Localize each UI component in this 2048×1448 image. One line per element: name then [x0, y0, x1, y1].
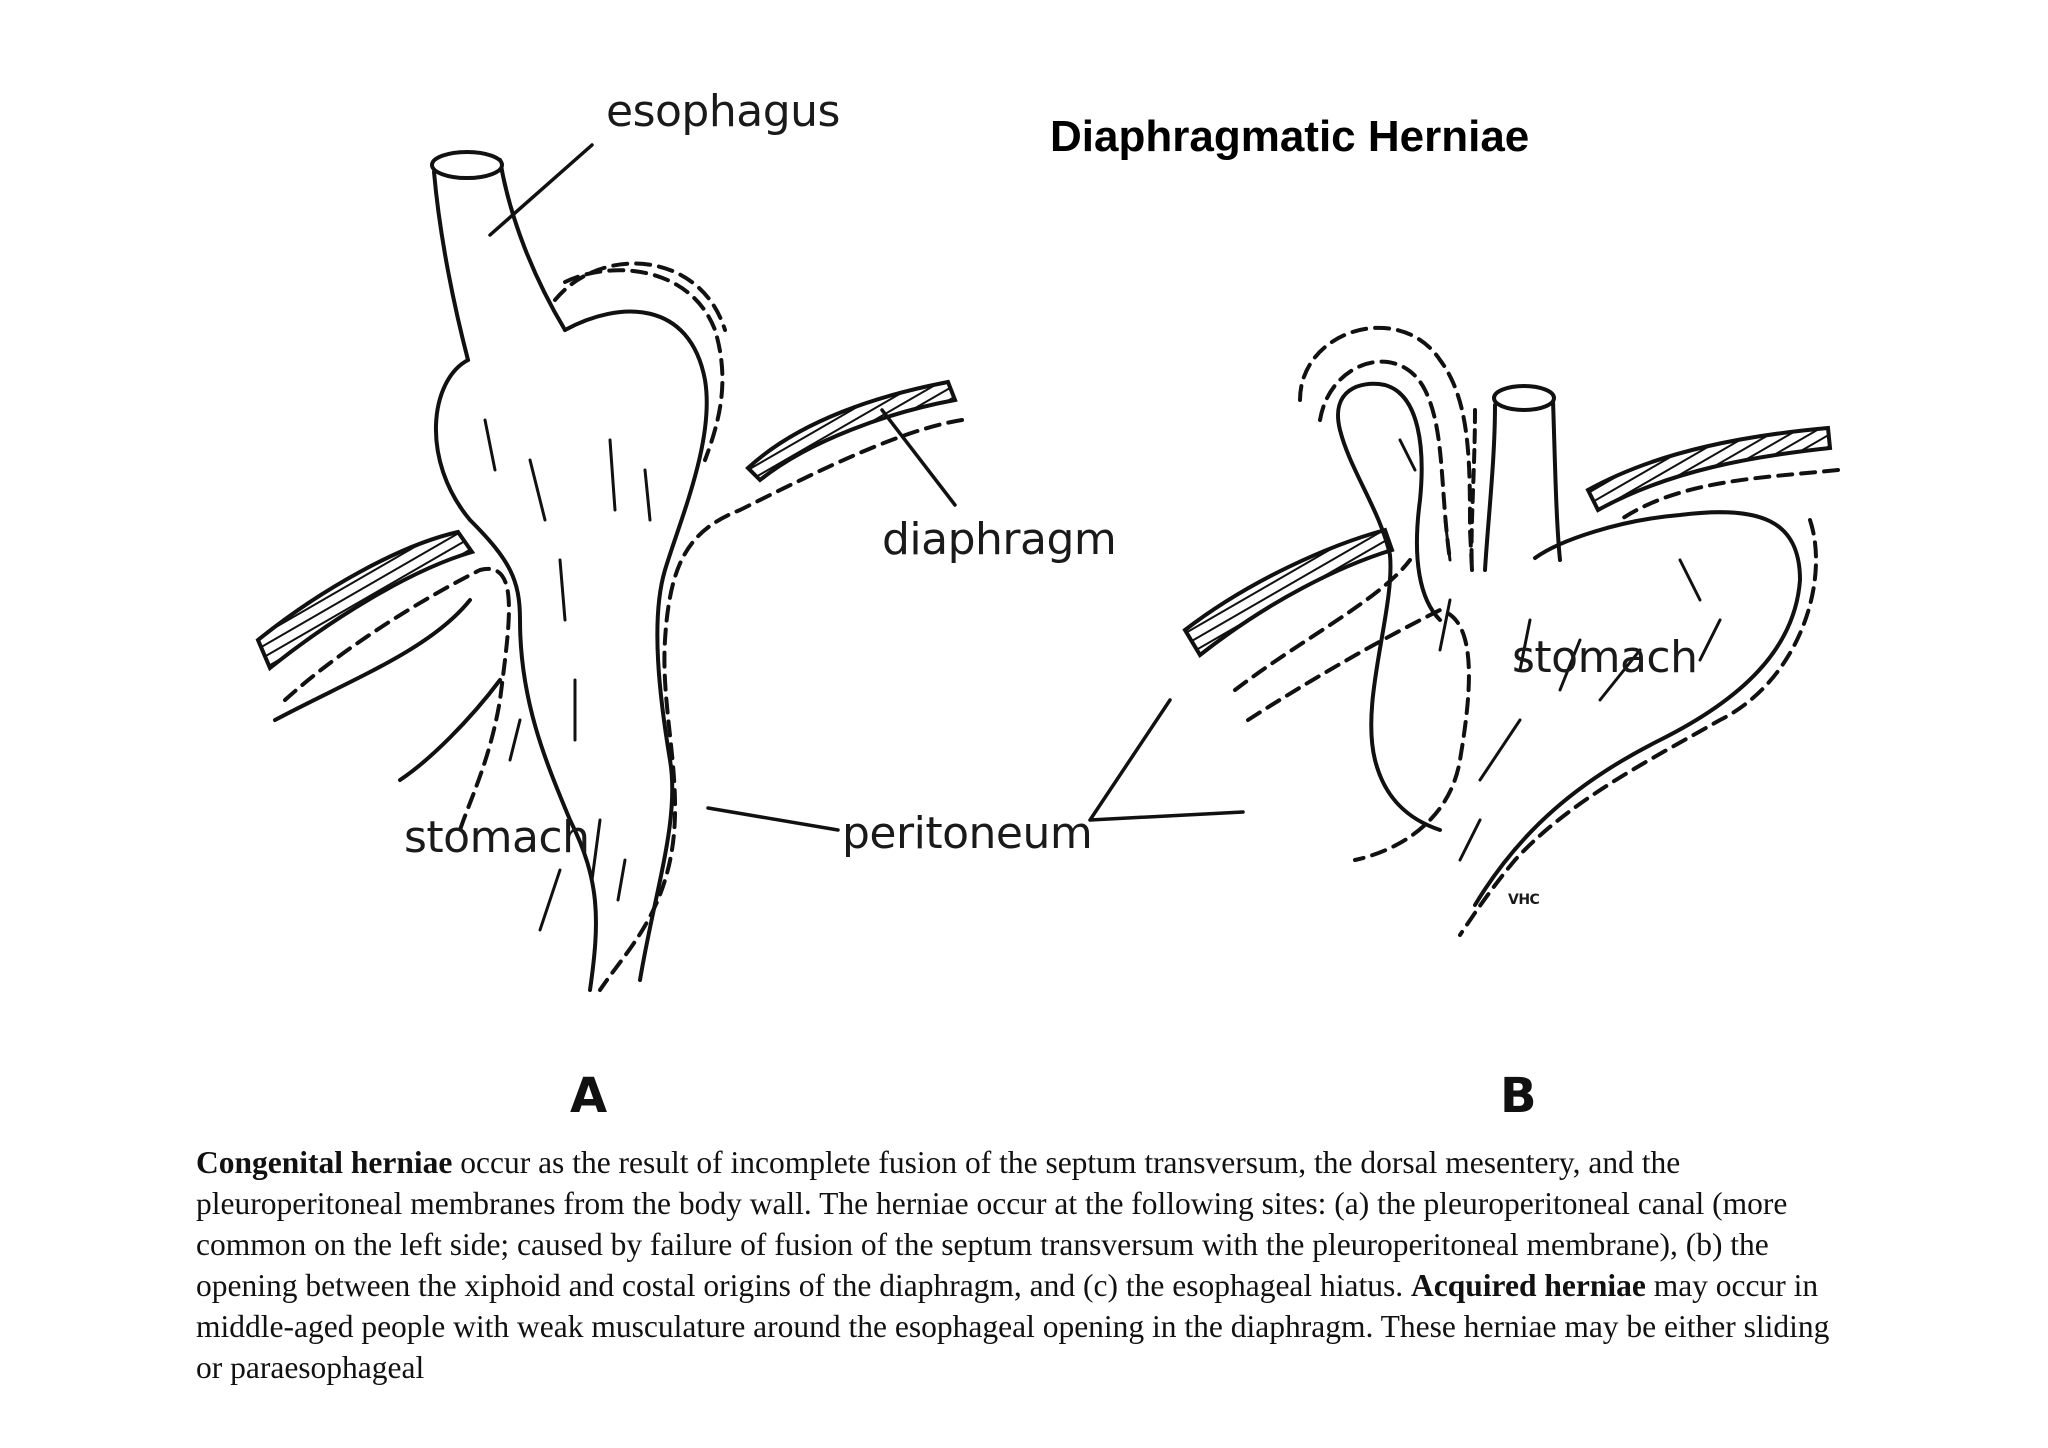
caption-paragraph: Congenital herniae occur as the result o…: [196, 1142, 1856, 1388]
caption-acquired-text: may occur in middle-aged people with wea…: [196, 1268, 1830, 1385]
label-stomach-b: stomach: [1512, 632, 1698, 683]
stomach-outline-b: [1336, 381, 1442, 832]
leader-peritoneum-a: [706, 806, 840, 832]
leader-diaphragm-a: [880, 408, 957, 507]
stomach-shading-b: [1398, 438, 1722, 862]
figure-label-a: A: [570, 1068, 608, 1124]
stomach-outline-a: [433, 309, 709, 992]
caption-congenital-text: occur as the result of incomplete fusion…: [196, 1145, 1788, 1303]
peritoneum-right-b: [1458, 468, 1840, 937]
peritoneum-hernia-sac-a: [563, 268, 725, 462]
diaphragm-left-band-b: [1182, 527, 1395, 658]
label-diaphragm: diaphragm: [882, 514, 1117, 565]
diaphragm-left-band-a: [255, 529, 476, 672]
esophagus-opening-a: [430, 150, 504, 180]
esophagus-opening-b: [1492, 384, 1556, 412]
stomach-lower-a: [273, 598, 502, 782]
page-title: Diaphragmatic Herniae: [1050, 112, 1530, 161]
peritoneum-sac-outer-b: [1298, 325, 1474, 572]
caption-acquired-term: Acquired herniae: [1411, 1268, 1646, 1303]
esophagus-tube-b: [1483, 398, 1562, 572]
label-esophagus: esophagus: [606, 86, 840, 137]
esophagus-tube-a: [432, 158, 567, 362]
esophagus-dashed-b: [1469, 408, 1477, 572]
peritoneum-sac-inner-b: [1318, 359, 1452, 562]
diagram-b-drawing: [1088, 325, 1840, 937]
peritoneum-hernia-sac-outer-a: [553, 261, 727, 332]
diaphragm-right-band-b: [1585, 425, 1833, 513]
caption-congenital-term: Congenital herniae: [196, 1145, 453, 1180]
figure-label-b: B: [1500, 1068, 1537, 1124]
peritoneum-left-a: [283, 566, 511, 832]
stomach-body-b: [1473, 510, 1803, 907]
diaphragm-right-band-a: [745, 379, 958, 483]
stomach-shading-a: [483, 418, 652, 932]
diagram-a-drawing: [255, 143, 964, 992]
leader-peritoneum-b: [1088, 698, 1245, 822]
leader-esophagus-a: [488, 143, 594, 237]
label-stomach-a: stomach: [404, 812, 590, 863]
label-peritoneum: peritoneum: [842, 808, 1093, 859]
signature-vhc: VHC: [1508, 892, 1540, 908]
